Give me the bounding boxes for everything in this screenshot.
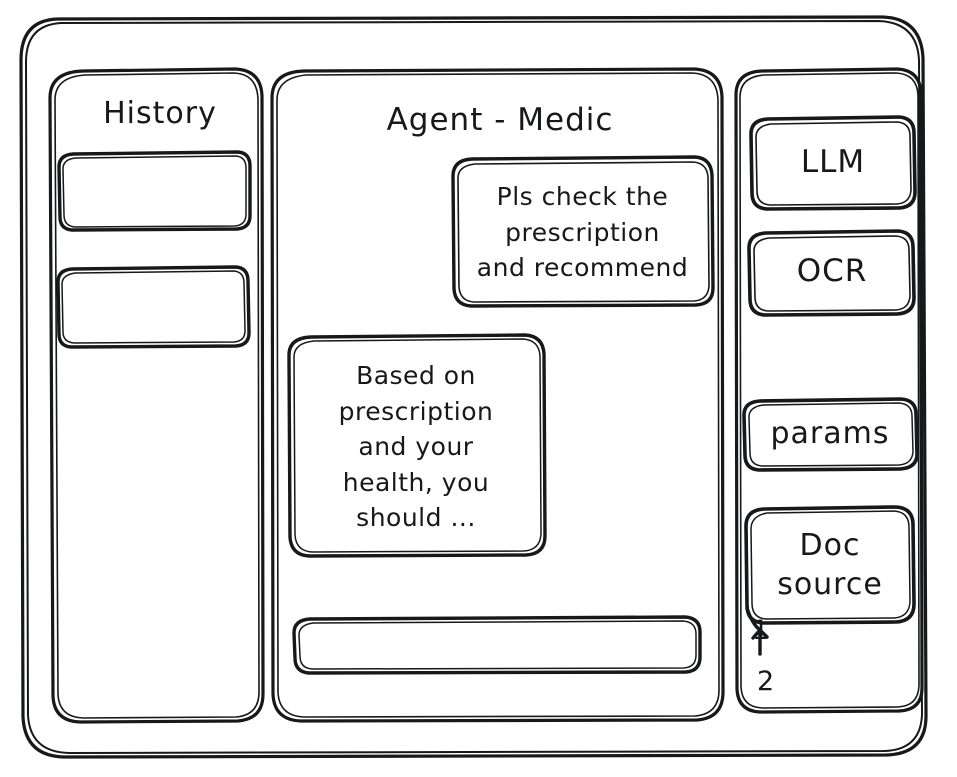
llm-button[interactable]: LLM: [752, 118, 914, 208]
doc-source-ref-2[interactable]: 2: [757, 666, 775, 697]
message-input[interactable]: [296, 618, 700, 670]
ocr-button-label: OCR: [796, 253, 868, 290]
assistant-message-line-1: Based on: [356, 361, 476, 391]
user-message-text: Pls check the prescription and recommend: [463, 179, 702, 286]
params-button-label: params: [770, 415, 890, 451]
assistant-message-line-2: prescription: [338, 396, 494, 426]
params-button[interactable]: params: [745, 400, 915, 468]
doc-source-button[interactable]: Doc source: [748, 508, 912, 622]
sidebar-item-history-1[interactable]: [60, 153, 250, 229]
assistant-message-line-4: health, you: [342, 467, 490, 497]
assistant-message-bubble: Based on prescription and your health, y…: [292, 338, 540, 556]
assistant-message-line-5: should ...: [356, 503, 476, 533]
doc-source-ref-1[interactable]: 1: [752, 615, 770, 646]
llm-button-label: LLM: [800, 144, 866, 181]
ocr-button[interactable]: OCR: [750, 232, 914, 312]
user-message-line-2: prescription: [505, 217, 660, 247]
doc-source-line-1: Doc: [799, 528, 861, 563]
user-message-line-1: Pls check the: [496, 182, 669, 212]
sidebar-item-history-2[interactable]: [58, 268, 248, 346]
page-title: Agent - Medic: [386, 102, 614, 139]
assistant-message-text: Based on prescription and your health, y…: [325, 358, 508, 536]
user-message-bubble: Pls check the prescription and recommend: [455, 160, 710, 305]
user-message-line-3: and recommend: [476, 253, 689, 283]
history-panel-title: History: [103, 95, 217, 131]
doc-source-line-2: source: [777, 567, 883, 602]
doc-source-label: Doc source: [777, 526, 883, 604]
assistant-message-line-3: and your: [358, 432, 474, 462]
